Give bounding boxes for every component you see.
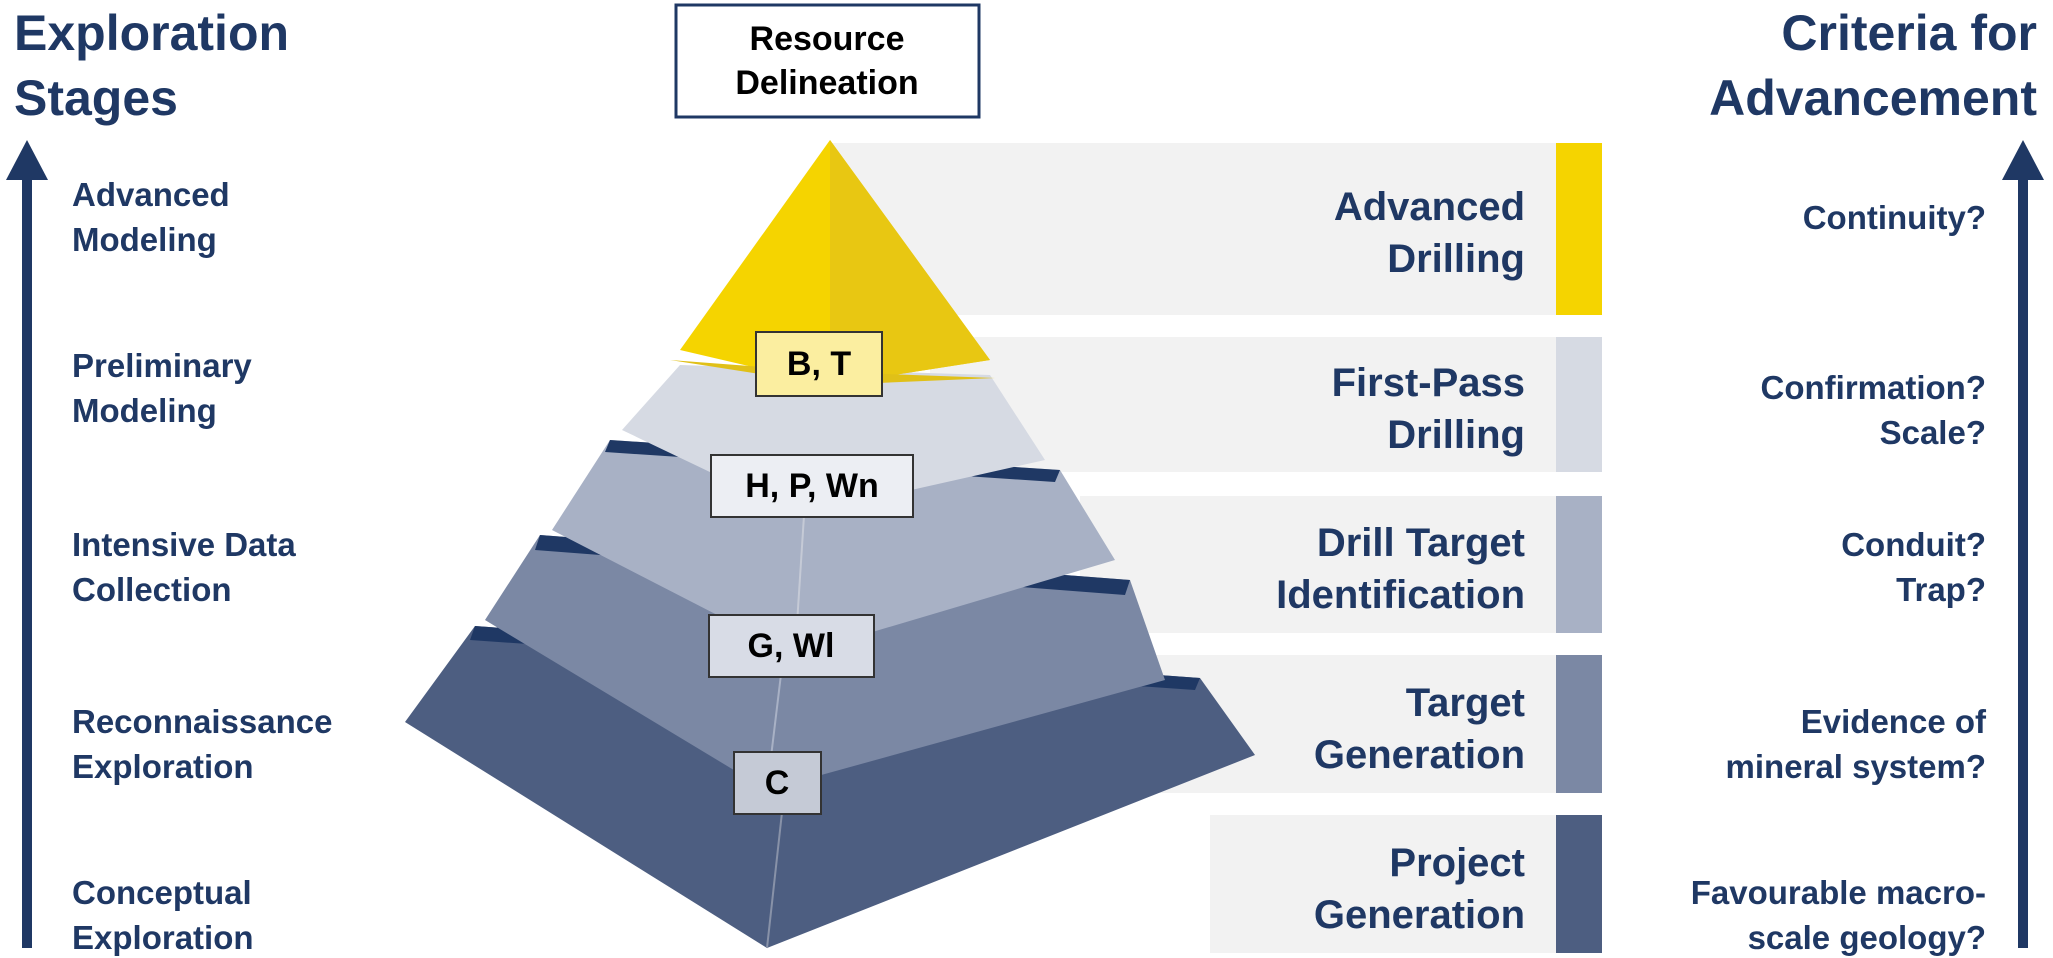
right-title-line-1: Criteria for [1781, 5, 2037, 61]
criteria-4-line-1: Evidence of [1801, 703, 1987, 740]
panel-label-3-line-1: Drill Target [1317, 521, 1525, 565]
swatch-target-generation [1556, 655, 1602, 793]
stage-label-2-line-2: Modeling [72, 392, 217, 429]
swatch-advanced-drilling [1556, 143, 1602, 315]
pyramid: B, T H, P, Wn G, Wl C [405, 140, 1255, 949]
criteria-2-line-1: Confirmation? [1761, 369, 1986, 406]
pyramid-label-g-wl: G, Wl [708, 614, 875, 678]
panel-label-1-line-2: Drilling [1387, 237, 1525, 281]
panel-label-2-line-1: First-Pass [1332, 361, 1525, 405]
criteria-2-line-2: Scale? [1880, 414, 1986, 451]
panel-label-1-line-1: Advanced [1334, 185, 1525, 229]
pyramid-label-text-1: B, T [787, 345, 851, 383]
panel-advanced-drilling [830, 143, 1600, 315]
panel-label-2-line-2: Drilling [1387, 413, 1525, 457]
left-arrow [6, 140, 48, 948]
panel-label-5-line-2: Generation [1314, 893, 1525, 937]
pyramid-label-h-p-wn: H, P, Wn [710, 454, 914, 518]
criteria-5-line-2: scale geology? [1748, 919, 1986, 956]
panel-label-5-line-1: Project [1389, 841, 1525, 885]
panel-labels: Advanced Drilling First-Pass Drilling Dr… [1276, 185, 1525, 937]
resource-delineation-box: Resource Delineation [674, 3, 981, 119]
criteria-3-line-1: Conduit? [1841, 526, 1986, 563]
stage-label-4-line-2: Exploration [72, 748, 254, 785]
swatch-drill-target-identification [1556, 496, 1602, 633]
panel-first-pass-drilling [930, 337, 1600, 472]
panel-drill-target-identification [1080, 496, 1600, 633]
stage-label-4-line-1: Reconnaissance [72, 703, 332, 740]
swatch-first-pass-drilling [1556, 337, 1602, 472]
criteria-1-line-1: Continuity? [1803, 199, 1986, 236]
left-title-line-2: Stages [14, 70, 178, 126]
panel-label-4-line-1: Target [1406, 681, 1525, 725]
top-box-line-2: Delineation [735, 64, 918, 102]
stage-label-1-line-2: Modeling [72, 221, 217, 258]
stage-label-3-line-2: Collection [72, 571, 232, 608]
right-title-line-2: Advancement [1709, 70, 2037, 126]
stage-label-5-line-2: Exploration [72, 919, 254, 956]
level-swatches [1556, 143, 1602, 953]
top-box-line-1: Resource [750, 20, 905, 58]
left-title-line-1: Exploration [14, 5, 289, 61]
criteria-labels: Continuity? Confirmation? Scale? Conduit… [1691, 199, 1987, 956]
pyramid-label-c: C [733, 751, 822, 815]
pyramid-label-text-2: H, P, Wn [745, 467, 879, 505]
stage-label-1-line-1: Advanced [72, 176, 230, 213]
criteria-4-line-2: mineral system? [1726, 748, 1986, 785]
pyramid-label-text-3: G, Wl [748, 627, 835, 665]
stage-label-5-line-1: Conceptual [72, 874, 252, 911]
pyramid-label-text-4: C [765, 764, 790, 802]
stage-label-2-line-1: Preliminary [72, 347, 252, 384]
panel-label-4-line-2: Generation [1314, 733, 1525, 777]
panel-project-generation [1210, 815, 1600, 953]
left-stage-labels: Advanced Modeling Preliminary Modeling I… [72, 176, 332, 956]
right-arrow [2002, 140, 2044, 948]
panel-label-3-line-2: Identification [1276, 573, 1525, 617]
swatch-project-generation [1556, 815, 1602, 953]
stage-label-3-line-1: Intensive Data [72, 526, 296, 563]
pyramid-label-b-t: B, T [755, 331, 883, 397]
criteria-5-line-1: Favourable macro- [1691, 874, 1986, 911]
criteria-3-line-2: Trap? [1896, 571, 1986, 608]
